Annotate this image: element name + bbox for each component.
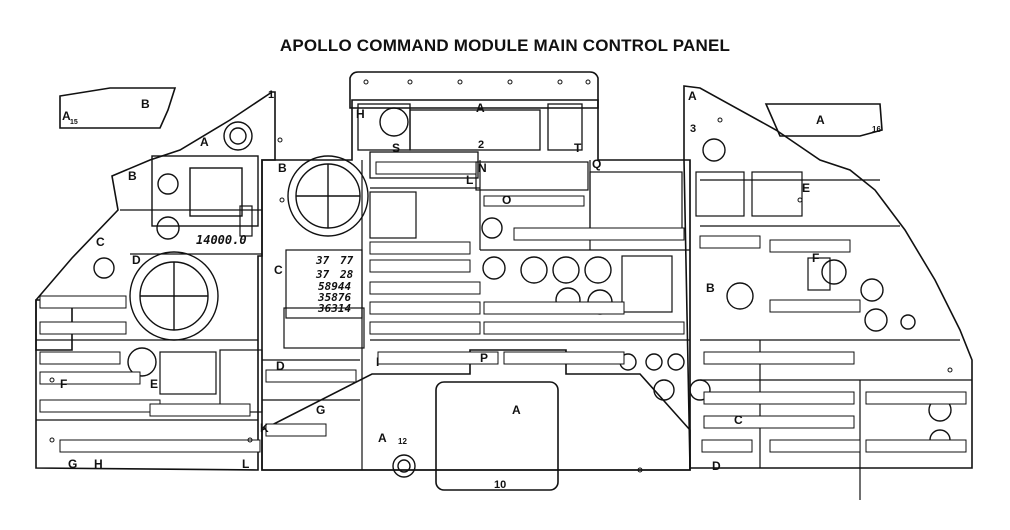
panel-number-10: 10 [494,479,506,491]
label-c-left: C [96,235,105,249]
page-title: APOLLO COMMAND MODULE MAIN CONTROL PANEL [279,36,731,55]
panel-number-3: 3 [690,123,696,135]
label-d-center: D [276,359,285,373]
dsky-register-1: 37 [315,254,330,267]
label-a15-b: B [141,97,150,111]
label-f-left: F [60,377,67,391]
dsky-register-4: 35876 [317,291,351,304]
altimeter-readout: 14000.0 [196,233,247,247]
dsky-display [285,249,363,319]
label-a16-sub: 16 [872,125,881,134]
label-a-left: A [200,135,209,149]
top-window-frame [349,71,599,109]
label-e-right: E [802,181,810,195]
label-n-center: N [478,161,487,175]
label-a-bottom: A [512,403,521,417]
lower-pedestal [261,349,691,471]
bottom-console [435,381,559,491]
label-t-top: T [574,141,582,155]
label-a12-sub: 12 [398,437,407,446]
label-d-left: D [132,253,141,267]
dsky-register-1b: 77 [340,254,354,267]
label-g-left: G [68,457,77,471]
label-o-center: O [502,193,511,207]
dsky-register-3: 58944 [318,280,351,293]
label-g-center: G [316,403,325,417]
label-a12: A [378,431,387,445]
label-l-center: L [466,173,473,187]
label-q-center: Q [592,157,601,171]
label-a-right-top: A [688,89,697,103]
label-a-right-small: A [816,113,825,127]
label-l-left: L [242,457,249,471]
label-b-right: B [706,281,715,295]
label-c-right: C [734,413,743,427]
label-k-left: K [260,421,269,435]
label-h-top: H [356,107,365,121]
fdai-gauge-left [129,251,219,341]
label-e-left: E [150,377,158,391]
label-a-top: A [476,101,485,115]
label-h-left: H [94,457,103,471]
label-s-top: S [392,141,400,155]
label-f-right: F [812,251,819,265]
label-i-center: I [376,355,379,369]
label-d-right: D [712,459,721,473]
right-aux-panel [764,103,883,137]
left-panel-outline [35,91,276,471]
label-p-center: P [480,351,488,365]
dsky-register-2: 37 [315,268,330,281]
label-c-center: C [274,263,283,277]
dsky-keypad [283,307,365,349]
dsky-register-5: 36314 [317,302,351,315]
left-aux-panel [59,87,177,129]
fdai-gauge-top [287,155,369,237]
label-b-left: B [128,169,137,183]
panel-number-1: 1 [268,89,274,101]
label-a15: A [62,109,71,123]
dsky-register-2b: 28 [339,268,354,281]
label-b-center: B [278,161,287,175]
right-panel-outline [683,85,973,469]
panel-number-2: 2 [478,139,484,151]
label-a15-sub: 15 [70,119,78,126]
